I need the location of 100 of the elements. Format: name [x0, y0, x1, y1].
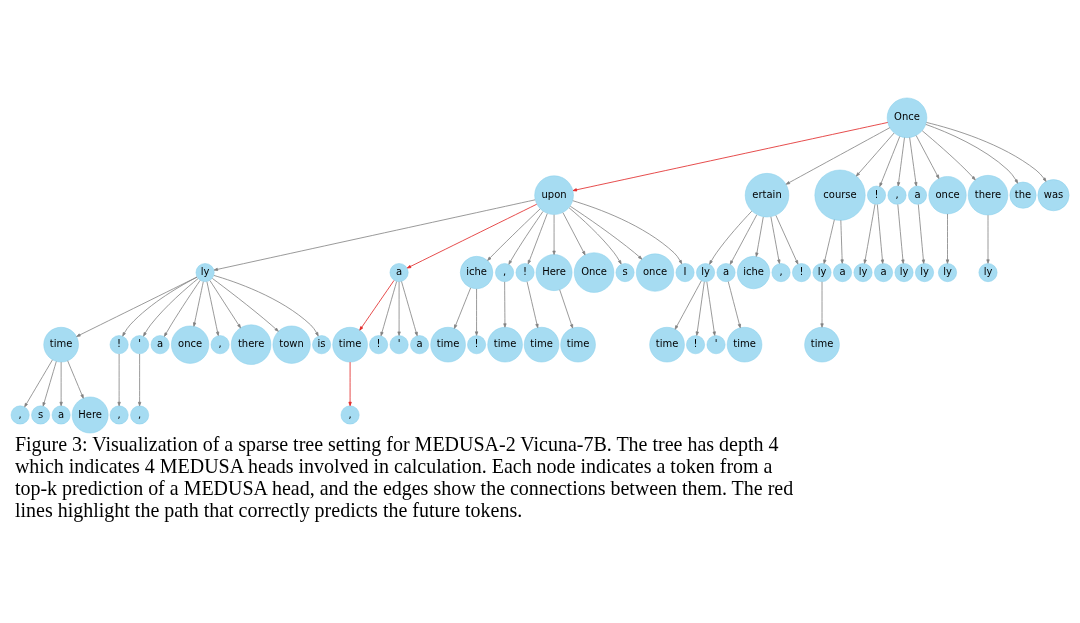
arrow [820, 281, 824, 328]
node-circle: ! [467, 335, 486, 355]
arrow [143, 278, 199, 337]
node-circle: ly [853, 263, 873, 282]
node-circle: upon [534, 175, 574, 215]
node-circle: , [771, 263, 791, 282]
node-circle: a [716, 263, 736, 282]
node-circle: time [560, 327, 596, 363]
arrow [909, 137, 918, 187]
node-circle: time [804, 327, 840, 363]
arrow [206, 281, 220, 336]
arrow [775, 214, 799, 265]
node-circle: , [210, 335, 230, 355]
node-circle: I [675, 263, 695, 282]
arrow [568, 207, 622, 265]
arrow [138, 353, 142, 407]
arrow [474, 288, 479, 336]
node-circle: s [615, 263, 635, 282]
arrow [863, 203, 876, 264]
node-circle: ly [812, 263, 832, 282]
arrow [380, 281, 398, 337]
arrow [67, 360, 84, 399]
node-circle: ' [130, 335, 149, 355]
arrow [945, 213, 950, 264]
arrow [879, 136, 901, 187]
arrow [921, 130, 976, 181]
node-circle: is [312, 335, 331, 355]
node-circle: a [389, 263, 409, 282]
node-circle: once [171, 325, 210, 364]
node-circle: a [908, 185, 927, 205]
node-circle: a [51, 405, 71, 425]
node-circle: ! [369, 335, 388, 355]
node-circle: Here [535, 254, 573, 291]
arrow [552, 214, 556, 255]
arrow [76, 276, 198, 337]
node-circle: , [109, 405, 129, 425]
arrow [212, 278, 279, 332]
arrow [164, 279, 201, 337]
arrow [401, 281, 418, 337]
arrow [572, 122, 889, 192]
node-circle: ly [978, 263, 998, 282]
node-circle: ' [706, 335, 726, 355]
arrow [453, 287, 472, 329]
node-circle: time [487, 327, 523, 363]
arrow [24, 359, 53, 408]
arrow [559, 289, 574, 329]
arrow [406, 203, 538, 269]
arrow [823, 219, 835, 264]
arrow [572, 200, 683, 265]
node-circle: , [10, 405, 30, 425]
node-circle: , [495, 263, 514, 282]
arrow [986, 214, 990, 264]
node-circle: ' [389, 335, 409, 355]
arrow [359, 280, 395, 331]
arrow [926, 122, 1047, 182]
arrow [42, 361, 57, 407]
node-circle: iche [737, 256, 771, 290]
arrow [527, 213, 548, 265]
arrow [59, 361, 63, 407]
node-circle: time [523, 327, 560, 363]
arrow [122, 276, 198, 337]
node-circle: s [31, 405, 50, 425]
node-circle: a [833, 263, 852, 282]
arrow [209, 280, 241, 329]
arrow [569, 205, 643, 260]
arrow [526, 281, 539, 329]
arrow [876, 204, 885, 264]
node-circle: Once [886, 97, 928, 138]
arrow [487, 208, 541, 261]
node-circle: , [887, 185, 907, 205]
arrow [897, 204, 905, 264]
arrow [503, 281, 507, 328]
arrow [397, 281, 401, 336]
node-circle: ! [686, 335, 705, 355]
arrow [213, 275, 319, 337]
arrow [709, 210, 753, 265]
node-circle: a [874, 263, 893, 282]
arrow [348, 361, 352, 407]
node-circle: ! [792, 263, 811, 282]
arrow [562, 212, 586, 256]
node-circle: ly [696, 263, 715, 282]
node-circle: time [430, 327, 466, 363]
arrow [508, 211, 544, 265]
caption: Figure 3: Visualization of a sparse tree setting for MEDUSA-2 Vicuna-7B. The tree has depth 4 which indicates 4 MEDUSA heads involved in calculation. Each node indicates a token from a top-k prediction of a MEDUSA head, and the edges show the connections between them. The red lines highlight the path that correctly predicts the future tokens. [14, 433, 794, 521]
arrow [897, 137, 905, 187]
arrow [729, 214, 758, 265]
arrow [785, 127, 891, 185]
arrow [755, 216, 764, 257]
node-circle: a [410, 335, 429, 355]
arrow [925, 124, 1019, 184]
node-circle: time [726, 327, 763, 363]
arrow [706, 281, 716, 336]
node-circle: ! [515, 263, 535, 282]
node-circle: a [150, 335, 170, 355]
node-circle: ly [894, 263, 914, 282]
arrow [917, 204, 925, 264]
arrow [727, 281, 741, 329]
arrow [117, 353, 121, 407]
arrow [840, 219, 844, 264]
node-circle: ! [867, 185, 886, 205]
